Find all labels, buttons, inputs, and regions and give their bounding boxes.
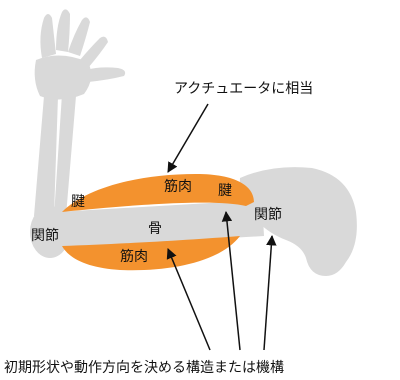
upper-muscle-label: 筋肉: [164, 178, 192, 195]
structure-label: 初期形状や動作方向を決める構造または機構: [4, 359, 284, 376]
lower-muscle: [62, 236, 240, 271]
upper-muscle: [62, 174, 254, 212]
right-tendon-label: 腱: [218, 183, 232, 199]
structure-arrow-tendon: [221, 210, 241, 351]
left-tendon-label: 腱: [71, 194, 85, 210]
shoulder-torso: [239, 167, 357, 276]
right-joint-label: 関節: [254, 206, 282, 223]
structure-arrow-shoulder-joint: [263, 234, 277, 351]
humerus-bone: [56, 200, 264, 248]
actuator-arrow: [167, 103, 209, 173]
structure-arrow-lower-muscle: [166, 248, 211, 351]
arm-skeleton: [30, 9, 357, 276]
left-joint-label: 関節: [31, 227, 59, 244]
arrows: [166, 103, 277, 351]
lower-muscle-label: 筋肉: [120, 248, 148, 265]
hand-bones: [34, 9, 126, 100]
bone-label: 骨: [148, 221, 162, 237]
actuator-label: アクチュエータに相当: [174, 81, 313, 97]
muscles: [62, 174, 254, 271]
forearm-bones: [34, 94, 76, 216]
